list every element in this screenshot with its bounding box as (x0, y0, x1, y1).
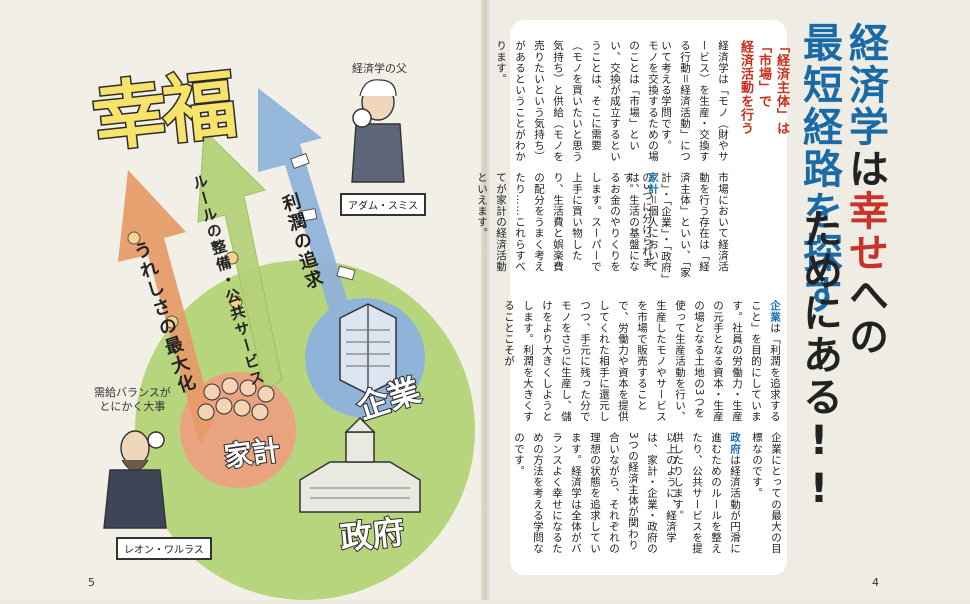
page-title-col2: 最短経路を探す (796, 22, 842, 316)
paragraph-6: 企業にとっての最大の目標なのです。 (751, 432, 782, 555)
smith-speech: 経済学の父 (352, 62, 407, 75)
book-gutter (481, 0, 489, 600)
happiness-label: 幸福 (87, 60, 238, 163)
household-arrow (118, 170, 214, 445)
household-keyword: 家計 (647, 172, 659, 195)
paragraph-7: 政府は経済活動が円滑に進むためのルールを整えたり、公共サービスを提供したりします… (672, 432, 744, 558)
economic-agents-illustration: 幸福 うれしさの最大化 ルールの整備・公共サービス 利潤の追求 家計 企業 政府… (0, 0, 485, 600)
business-keyword: 企業 (769, 300, 781, 323)
paragraph-5-body: は「利潤を追求すること」を目的にしています。社員の労働力・生産の元手となる資本・… (503, 300, 781, 423)
title-line2: 最短経路を探す (796, 22, 842, 316)
business-arrow (258, 88, 352, 330)
paragraph-4: 家計＝個人においては、生活の基盤になるお金のやりくりをします。スーパーで上手に買… (476, 172, 662, 280)
paragraph-1: 経済学は「モノ（財やサービス）を生産・交換する行動＝経済活動」について考える学問… (660, 40, 729, 163)
title-keyword-economics: 経済学 (842, 22, 888, 148)
parliament-building-icon (299, 416, 421, 513)
section-heading: 「経済主体」は 「市場」で 経済活動を行う (736, 40, 790, 280)
title-keyword-happiness: 幸せ (842, 190, 888, 274)
section-heading-line1: 「経済主体」は (774, 40, 789, 136)
illustration-drawing (103, 79, 475, 600)
page-title-col1: 経済学は幸せへの (842, 22, 888, 358)
paragraph-3: 市場において経済活動を行う存在は「経済主体」といい、「家計」・「企業」・「政府」… (622, 172, 729, 279)
walras-name-tag: レオン・ワルラス (116, 537, 212, 560)
smith-name-tag: アダム・スミス (340, 193, 426, 216)
page-number-left: 5 (88, 576, 95, 589)
walras-speech-line1: 需給バランスが (94, 386, 171, 399)
paragraph-7-body: は経済活動が円滑に進むためのルールを整えたり、公共サービスを提供したりします。 (672, 432, 741, 555)
household-label: 家計 (221, 432, 283, 474)
government-arrow (197, 128, 283, 391)
walras-speech-line2: とにかく大事 (99, 400, 166, 413)
government-label: 政府 (337, 512, 407, 558)
title-particle-e: への (842, 274, 888, 358)
paragraph-2: モノを交換するための場のことは「市場」といい、交換が成立するということは、そこに… (495, 40, 659, 163)
text-card (510, 20, 787, 575)
page-number-right: 4 (872, 576, 879, 589)
leon-walras-figure (103, 430, 167, 529)
section-heading-line2: 「市場」で (756, 40, 771, 108)
paragraph-5: 企業は「利潤を追求すること」を目的にしています。社員の労働力・生産の元手となる資… (503, 300, 784, 425)
walras-speech: 需給バランスが とにかく大事 (94, 386, 171, 414)
people-crowd-icon (197, 377, 275, 421)
paragraph-4-body: ＝個人においては、生活の基盤になるお金のやりくりをします。スーパーで上手に買い物… (476, 172, 659, 272)
title-particle-wa: は (842, 148, 888, 190)
paragraph-8: 以上のように、経済学は、家計・企業・政府の3つの経済主体が関わり合いながら、それ… (513, 432, 677, 555)
government-keyword: 政府 (729, 432, 741, 455)
page-title-col3-visible: ためにある!! (796, 208, 842, 514)
section-heading-line3: 経済活動を行う (738, 40, 753, 136)
office-building-icon (339, 303, 397, 395)
title-line3: ためにある!! (796, 208, 842, 514)
adam-smith-figure (351, 79, 405, 183)
money-icons (127, 152, 356, 329)
